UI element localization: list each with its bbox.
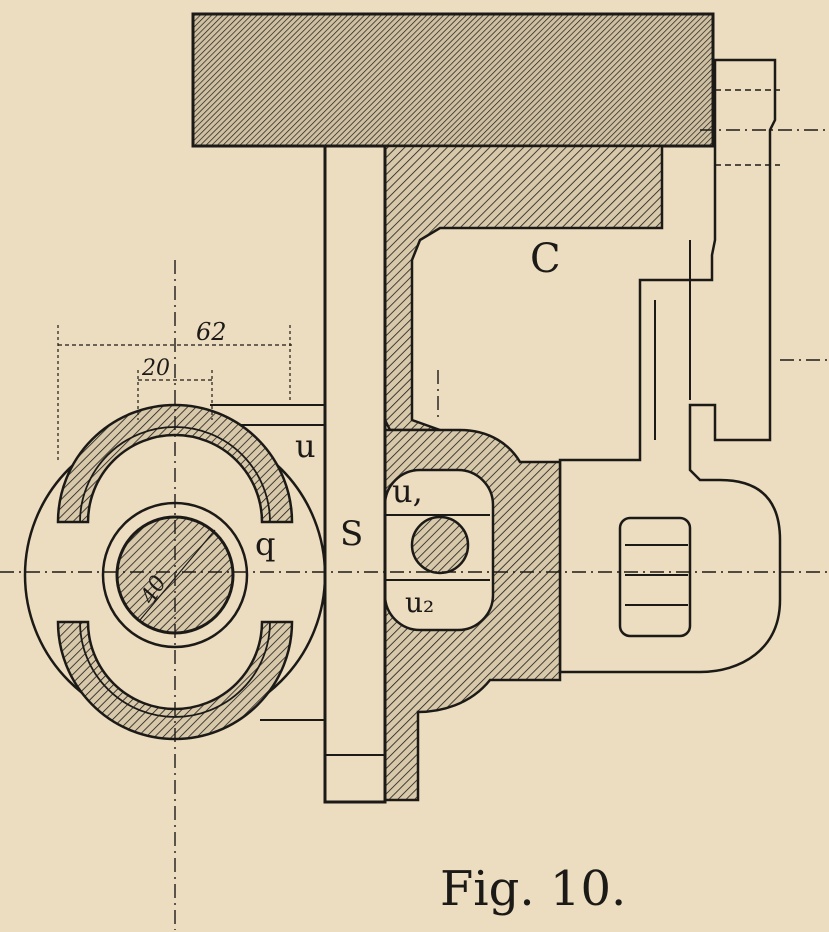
dimension-lines xyxy=(57,325,292,621)
dim-20: 20 xyxy=(141,356,170,381)
dim-62: 62 xyxy=(196,318,227,346)
nut xyxy=(618,516,692,638)
lower-half-ring xyxy=(56,620,294,741)
label-u1: u, xyxy=(392,472,423,510)
label-c: C xyxy=(530,236,561,282)
label-u: u xyxy=(295,427,316,465)
stem-s xyxy=(323,144,387,804)
upper-half-ring xyxy=(56,403,294,524)
label-u2: u₂ xyxy=(405,586,434,619)
top-beam xyxy=(191,12,715,148)
label-q: q xyxy=(255,525,275,563)
label-s: S xyxy=(340,514,363,554)
center-lines xyxy=(0,129,829,930)
rail-plate xyxy=(383,144,664,432)
figure-caption: Fig. 10. xyxy=(440,861,626,917)
small-bar xyxy=(410,515,470,575)
